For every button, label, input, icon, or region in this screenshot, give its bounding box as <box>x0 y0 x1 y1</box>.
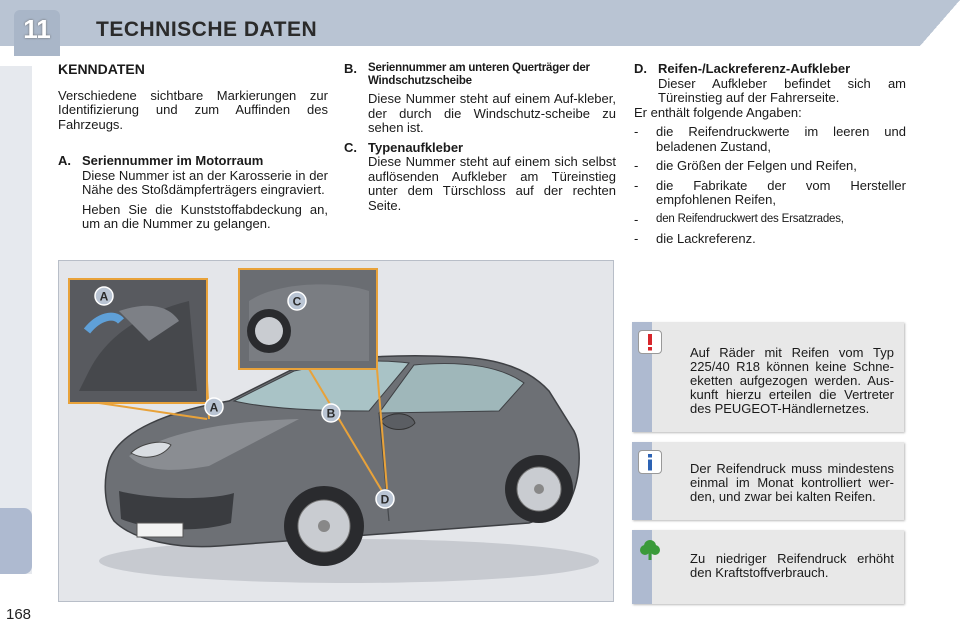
header-band <box>0 0 960 46</box>
item-a-title: Seriennummer im Motorraum <box>82 153 264 168</box>
label-c: C <box>287 291 307 311</box>
left-margin-accent <box>0 508 32 574</box>
chapter-tab <box>14 10 60 56</box>
item-a-text-2: Heben Sie die Kunststoffabdeckung an, um… <box>82 201 328 231</box>
svg-text:D: D <box>381 493 390 507</box>
item-d-heading: D. Reifen-/Lackreferenz-Aufkleber <box>634 61 906 77</box>
exclamation-icon <box>638 330 662 354</box>
label-b: B <box>321 403 341 423</box>
left-margin-bar <box>0 66 32 574</box>
info-notice: Der Reifendruck muss mindestens einmal i… <box>632 442 904 520</box>
item-b-letter: B. <box>344 61 357 76</box>
column-d: D. Reifen-/Lackreferenz-Aufkleber Dieser… <box>634 61 906 247</box>
item-c-heading: C. Typenaufkleber <box>344 139 616 156</box>
intro-text: Verschiedene sichtbare Markierungen zur … <box>58 87 328 132</box>
svg-text:B: B <box>327 407 336 421</box>
eco-text: Zu niedriger Reifendruck erhöht den Kraf… <box>690 551 894 580</box>
column-b-c: B. Seriennummer am unteren Querträger de… <box>344 61 616 213</box>
svg-text:A: A <box>100 290 109 304</box>
tree-icon <box>638 538 662 562</box>
list-item: -die Größen der Felgen und Reifen, <box>634 158 857 173</box>
section-heading: KENNDATEN <box>58 61 145 77</box>
page-number: 168 <box>6 606 32 623</box>
item-a-heading: A. Seriennummer im Motorraum <box>58 153 328 169</box>
warning-notice: Auf Räder mit Reifen vom Typ 225/40 R18 … <box>632 322 904 432</box>
list-item: -die Fabrikate der vom Hersteller empfoh… <box>634 177 906 207</box>
chapter-number: 11 <box>23 14 51 44</box>
list-item: -die Reifendruckwerte im leeren und bela… <box>634 124 906 154</box>
item-b-text: Diese Nummer steht auf einem Auf-kleber,… <box>368 91 616 135</box>
item-c-text: Diese Nummer steht auf einem sich selbst… <box>368 154 616 213</box>
item-a-text-1: Diese Nummer ist an der Karosserie in de… <box>82 167 328 197</box>
car-illustration: A C A B D <box>58 260 614 602</box>
svg-text:C: C <box>293 295 302 309</box>
info-icon <box>638 450 662 474</box>
list-item: -die Lackreferenz. <box>634 231 756 246</box>
eco-notice: Zu niedriger Reifendruck erhöht den Kraf… <box>632 530 904 604</box>
item-d-letter: D. <box>634 61 647 76</box>
item-a-letter: A. <box>58 153 71 168</box>
item-c-title: Typenaufkleber <box>368 139 464 155</box>
contains-text: Er enthält folgende Angaben: <box>634 104 802 120</box>
label-d: D <box>375 489 395 509</box>
info-text: Der Reifendruck muss mindestens einmal i… <box>690 461 894 504</box>
svg-text:A: A <box>210 401 219 415</box>
item-b-title: Seriennummer am unteren Querträger der W… <box>368 62 590 87</box>
item-c-letter: C. <box>344 139 357 155</box>
warning-text: Auf Räder mit Reifen vom Typ 225/40 R18 … <box>690 345 894 416</box>
item-d-text: Dieser Aufkleber befindet sich am Türein… <box>658 75 906 105</box>
column-kenndaten: KENNDATEN Verschiedene sichtbare Markier… <box>58 62 328 232</box>
page-title: TECHNISCHE DATEN <box>96 18 318 41</box>
car-drawing: A C A B D <box>68 268 599 583</box>
item-d-title: Reifen-/Lackreferenz-Aufkleber <box>658 61 851 76</box>
list-item: -den Reifendruckwert des Ersatzrades, <box>634 211 844 227</box>
item-b-heading: B. Seriennummer am unteren Querträger de… <box>344 61 616 87</box>
label-a: A <box>204 397 224 417</box>
label-a-inset: A <box>94 286 114 306</box>
